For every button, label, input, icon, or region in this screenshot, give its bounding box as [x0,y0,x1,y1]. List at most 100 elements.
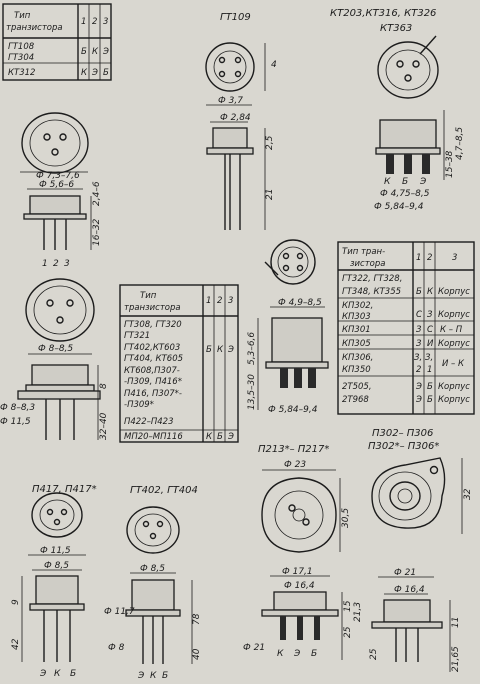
pin-label: Э [137,671,145,681]
table3-pin: Корпус [438,339,470,349]
table2-type: ГТ321 [124,331,150,341]
table3-type: КП306, [342,353,373,363]
table3-pin: Корпус [438,382,470,392]
table-1: Тип транзистора 1 2 3 ГТ108 ГТ304 Б К Э … [2,3,112,81]
table1-pin: Б [81,47,87,57]
dim-label: 32–40 [99,412,109,440]
table1-header-type: Тип [14,11,31,21]
dim-label: 40 [192,648,202,660]
dim-label: Ф 2,84 [220,113,251,123]
dim-label: Ф 3,7 [218,96,243,106]
table3-pin: И [427,339,434,349]
table3-type: КП305 [342,339,371,349]
title-p417: П417, П417* [32,484,97,495]
dim-label: Ф 8–8,5 [38,344,73,354]
table1-type: КТ312 [8,68,35,78]
table2-pin: Б [217,432,223,442]
dim-label: Ф 5,84–9,4 [374,202,424,212]
package-p302: П302– П306 П302*– П306* 32 Ф 21 Ф 16,4 1… [368,428,473,672]
table3-pin: З [416,325,422,335]
dim-label: Ф 4,9–8,5 [278,298,322,308]
dim-label: Ф 8–8,3 [0,403,35,413]
package-kt203: КТ203,КТ316, КТ326 КТ363 К Б Э 4,7–8,5 1… [330,8,465,212]
table3-pin: С [427,325,433,335]
pin-label: Б [311,649,317,659]
table3-pin: С [416,310,422,320]
table-2: Тип транзистора 1 2 3 ГТ308, ГТ320 ГТ321… [119,284,239,443]
dim-label: 13,5–30 [247,374,257,410]
table3-pin: Корпус [438,395,470,405]
table3-pin: З, [414,353,422,363]
dim-label: 16–32 [92,218,102,246]
package-gt108: Ф 7,3–7,6 Ф 5,6–6 16–32 2,4–6 1 2 3 [20,112,102,269]
table3-type: 2Т505, [342,382,372,392]
dim-label: Ф 8 [108,643,125,653]
package-gt308: Ф 8–8,5 Ф 8–8,3 Ф 11,5 8 32–40 [0,278,109,440]
title-p213: П213*– П217* [258,444,329,455]
table2-pin: К [206,432,213,442]
table3-header-type: Тип тран- [342,247,385,257]
table1-col: 1 [81,17,86,27]
dim-label: 2,4–6 [92,181,102,206]
title-gt402: ГТ402, ГТ404 [130,485,198,496]
table3-col: 2 [427,253,432,263]
table3-pin: З, [425,353,433,363]
dim-label: 4 [271,60,277,70]
table2-pin: Э [227,432,234,442]
table1-pin: Э [91,68,98,78]
table1-col: 3 [103,17,108,27]
dim-label: 42 [11,638,21,650]
package-p417: П417, П417* Ф 11,5 Ф 8,5 9 42 Э К Б [11,484,97,679]
dim-label: Ф 21 [394,568,416,578]
dim-label: Ф 7,3–7,6 [36,171,80,181]
table3-pin: Корпус [438,287,470,297]
table3-col: 3 [452,253,457,263]
table2-pin: Б [206,345,212,355]
dim-label: Ф 23 [284,460,306,470]
pin-label: Э [293,649,301,659]
dim-label: Ф 16,4 [394,585,425,595]
table2-type: -П309, П416* [124,377,182,387]
pin-label: Э [39,669,47,679]
dim-label: 9 [11,599,21,605]
dim-label: 25 [369,648,379,660]
table2-header-type: Тип [140,291,157,301]
pin-label: К [150,671,157,681]
table1-type: ГТ304 [8,53,34,63]
table3-pin: К [427,287,434,297]
title-p302: П302– П306 [372,428,433,439]
table2-header-type2: транзистора [124,303,181,313]
dim-label: 2,5 [265,135,275,150]
table2-type: ГТ308, ГТ320 [124,320,182,330]
title-p302s: П302*– П306* [368,441,439,452]
dim-label: Ф 11,5 [0,417,31,427]
dim-label: 32 [463,488,473,500]
pin-label: К [54,669,61,679]
pin-label: К [277,649,284,659]
pin-label: Э [419,177,427,187]
table-3: Тип тран- зистора 1 2 3 ГТ322, ГТ328, ГТ… [337,241,475,415]
dim-label: Ф 5,84–9,4 [268,405,318,415]
table3-pin: З [427,310,433,320]
table3-type: ГТ348, КТ355 [342,287,401,297]
dim-label: Ф 11,5 [40,546,71,556]
package-p213: П213*– П217* Ф 23 30,5 Ф 17,1 Ф 16,4 15 … [243,444,363,660]
table1-header-type2: транзистора [6,23,63,33]
table1-type: ГТ108 [8,42,35,52]
table3-type: 2Т968 [342,395,369,405]
dim-label: 4,7–8,5 [455,127,465,160]
table1-pin: К [81,68,88,78]
table3-pin: Э [415,395,422,405]
table1-pin: Э [102,47,109,57]
table3-pin: К – П [440,325,463,335]
pin-label: 3 [64,259,70,269]
dim-label: 11 [451,617,461,628]
pin-label: 1 [42,259,48,269]
title-kt363: КТ363 [380,23,412,34]
table3-pin: Э [415,382,422,392]
table3-type: КП350 [342,365,371,375]
table1-pin: Б [103,68,109,78]
package-gt322: Ф 4,9–8,5 5,3–6,6 13,5–30 Ф 5,84–9,4 [247,239,329,415]
dim-label: 5,3–6,6 [247,332,257,365]
table2-pin: К [217,345,224,355]
